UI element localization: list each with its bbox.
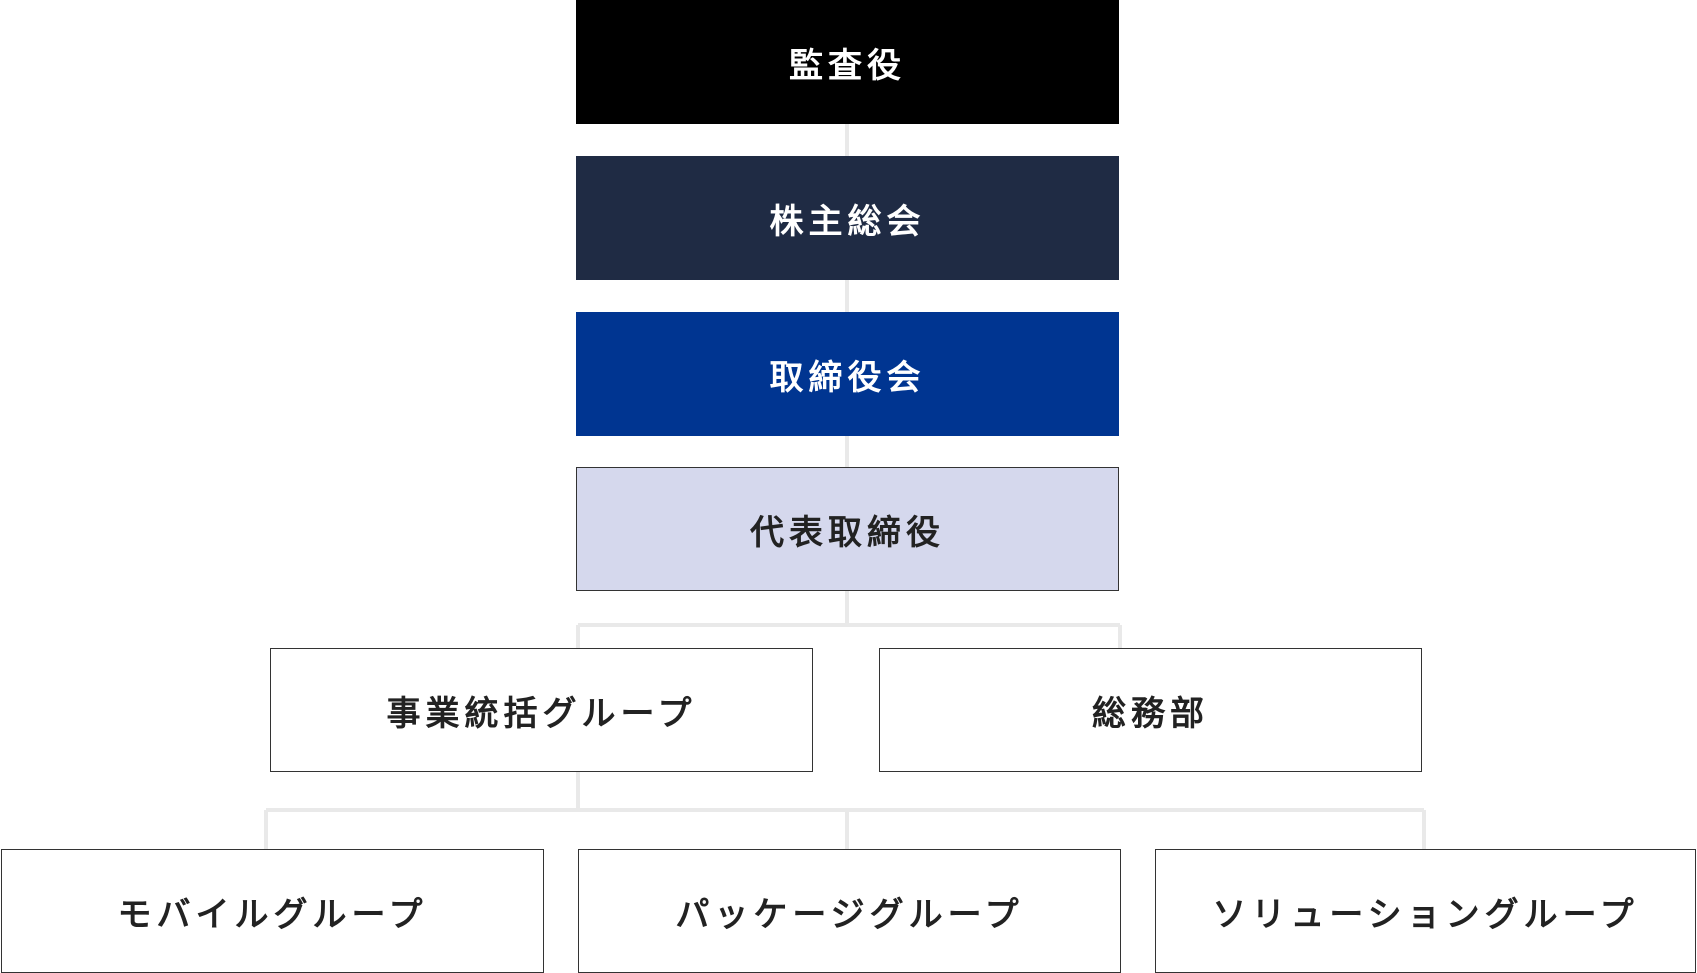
board-of-directors-box: 取締役会 [576, 312, 1119, 436]
general-affairs-label: 総務部 [1092, 693, 1209, 734]
package-group-box: パッケージグループ [578, 849, 1121, 973]
solution-group-box: ソリューショングループ [1155, 849, 1696, 973]
representative-director-label: 代表取締役 [750, 512, 945, 553]
solution-group-label: ソリューショングループ [1212, 894, 1639, 935]
mobile-group-label: モバイルグループ [117, 894, 428, 935]
package-group-label: パッケージグループ [675, 894, 1024, 935]
audit-label: 監査役 [789, 45, 906, 86]
board-of-directors-label: 取締役会 [769, 357, 926, 398]
mobile-group-box: モバイルグループ [1, 849, 544, 973]
business-group-box: 事業統括グループ [270, 648, 813, 772]
shareholders-meeting-box: 株主総会 [576, 156, 1119, 280]
audit-box: 監査役 [576, 0, 1119, 124]
business-group-label: 事業統括グループ [386, 693, 697, 734]
general-affairs-box: 総務部 [879, 648, 1422, 772]
shareholders-meeting-label: 株主総会 [769, 201, 926, 242]
representative-director-box: 代表取締役 [576, 467, 1119, 591]
